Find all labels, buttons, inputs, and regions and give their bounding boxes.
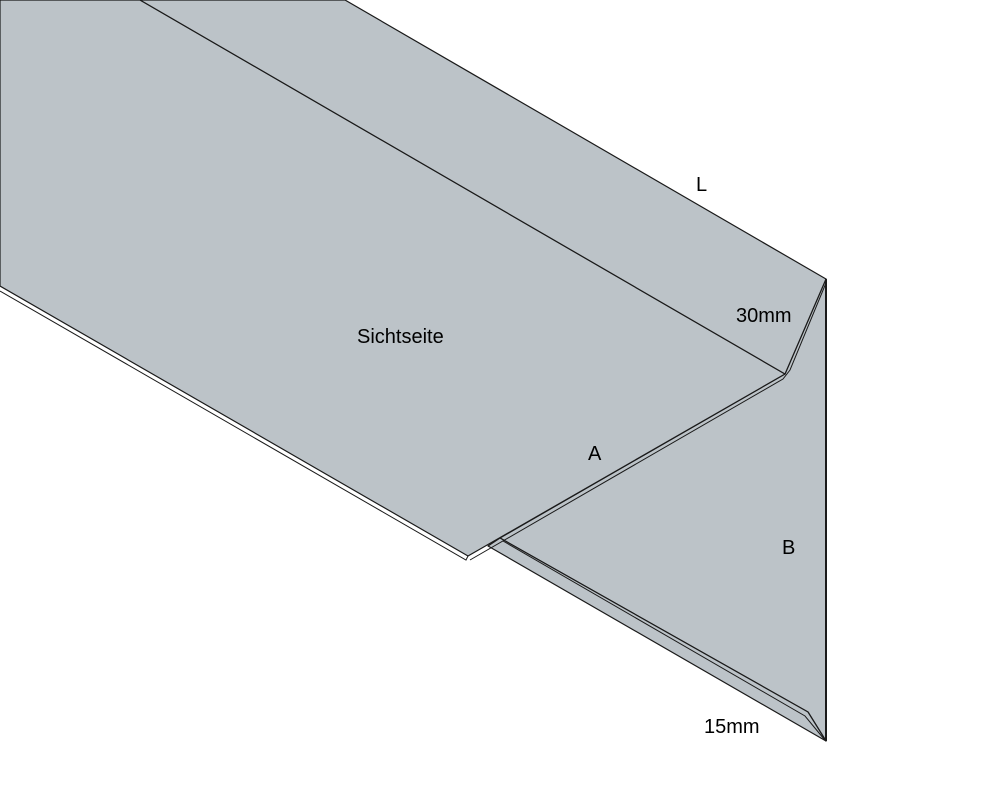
bottom-flange-face	[487, 537, 827, 742]
face-sichtseite	[0, 0, 786, 557]
label-face-b: B	[782, 537, 796, 559]
bottom-flange-inner-edge	[502, 540, 825, 740]
label-length: L	[696, 174, 708, 196]
sichtseite-fold-edge	[0, 290, 469, 561]
edge-a-double	[469, 282, 827, 561]
label-face-a: A	[588, 443, 602, 465]
label-visible-side: Sichtseite	[357, 326, 444, 348]
label-bottom-flange: 15mm	[704, 716, 760, 738]
label-top-flange: 30mm	[736, 305, 792, 327]
